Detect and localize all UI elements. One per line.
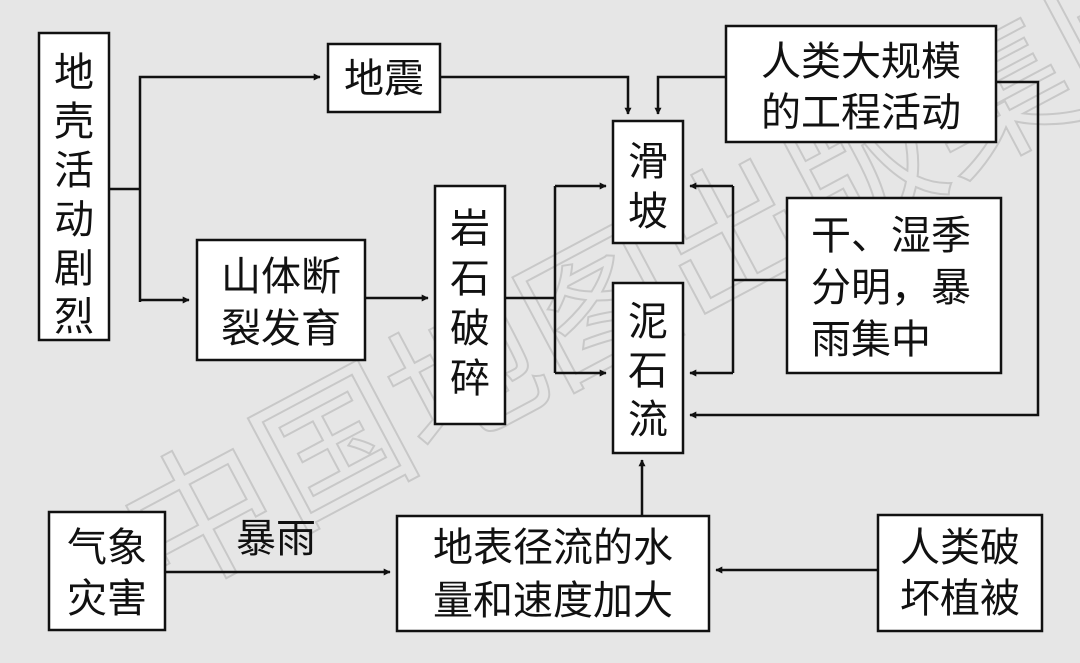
svg-text:石: 石 (450, 256, 490, 302)
svg-text:流: 流 (628, 397, 668, 443)
fault-label: 山体断 裂发育 (221, 254, 341, 352)
svg-text:干、湿季: 干、湿季 (811, 213, 971, 259)
svg-text:山体断: 山体断 (221, 254, 341, 300)
svg-text:人类大规模: 人类大规模 (761, 39, 961, 85)
svg-text:剧: 剧 (54, 246, 94, 292)
svg-text:人类破: 人类破 (900, 525, 1020, 571)
runoff-box (395, 514, 711, 633)
svg-text:坏植被: 坏植被 (900, 576, 1020, 622)
debris-flow-label: 泥 石 流 (628, 299, 668, 443)
svg-text:量和速度加大: 量和速度加大 (433, 578, 673, 624)
runoff-label: 地表径流的水 量和速度加大 (433, 525, 673, 624)
svg-text:动: 动 (54, 197, 94, 243)
svg-text:分明，暴: 分明，暴 (811, 265, 971, 311)
vegetation-damage-label: 人类破 坏植被 (900, 525, 1020, 622)
svg-text:灾害: 灾害 (67, 576, 147, 622)
svg-text:的工程活动: 的工程活动 (761, 90, 961, 136)
svg-text:雨集中: 雨集中 (811, 317, 931, 363)
svg-text:破: 破 (450, 306, 490, 352)
weather-disaster-box (47, 510, 167, 632)
svg-text:泥: 泥 (628, 299, 668, 345)
svg-text:石: 石 (628, 348, 668, 394)
human-engineering-label: 人类大规模 的工程活动 (761, 39, 961, 136)
svg-text:活: 活 (54, 148, 94, 194)
svg-text:裂发育: 裂发育 (221, 306, 341, 352)
svg-text:地: 地 (54, 50, 94, 96)
rock-label: 岩 石 破 碎 (450, 206, 490, 402)
human-engineering-box (724, 24, 998, 144)
crust-activity-label: 地 壳 活 动 剧 烈 (54, 50, 94, 340)
climate-label: 干、湿季 分明，暴 雨集中 (811, 213, 971, 363)
svg-text:烈: 烈 (54, 294, 94, 340)
svg-text:气象: 气象 (67, 525, 147, 571)
vegetation-damage-box (876, 513, 1044, 633)
earthquake-label: 地震 (344, 56, 424, 102)
svg-text:地表径流的水: 地表径流的水 (433, 525, 673, 571)
rock-box (433, 184, 507, 426)
earthquake-box (326, 42, 442, 114)
weather-disaster-label: 气象 灾害 (67, 525, 147, 622)
svg-text:碎: 碎 (450, 356, 490, 402)
landslide-box (611, 119, 685, 245)
connectors (109, 73, 1040, 576)
fault-box (195, 238, 367, 362)
rainstorm-label: 暴雨 (236, 516, 316, 562)
svg-text:壳: 壳 (54, 99, 94, 145)
landslide-label: 滑 坡 (628, 139, 668, 235)
svg-text:滑: 滑 (628, 139, 668, 185)
svg-text:岩: 岩 (450, 206, 490, 252)
crust-activity-box (37, 31, 111, 342)
debris-flow-box (611, 281, 685, 455)
svg-text:坡: 坡 (628, 189, 668, 235)
climate-box (785, 196, 1003, 375)
